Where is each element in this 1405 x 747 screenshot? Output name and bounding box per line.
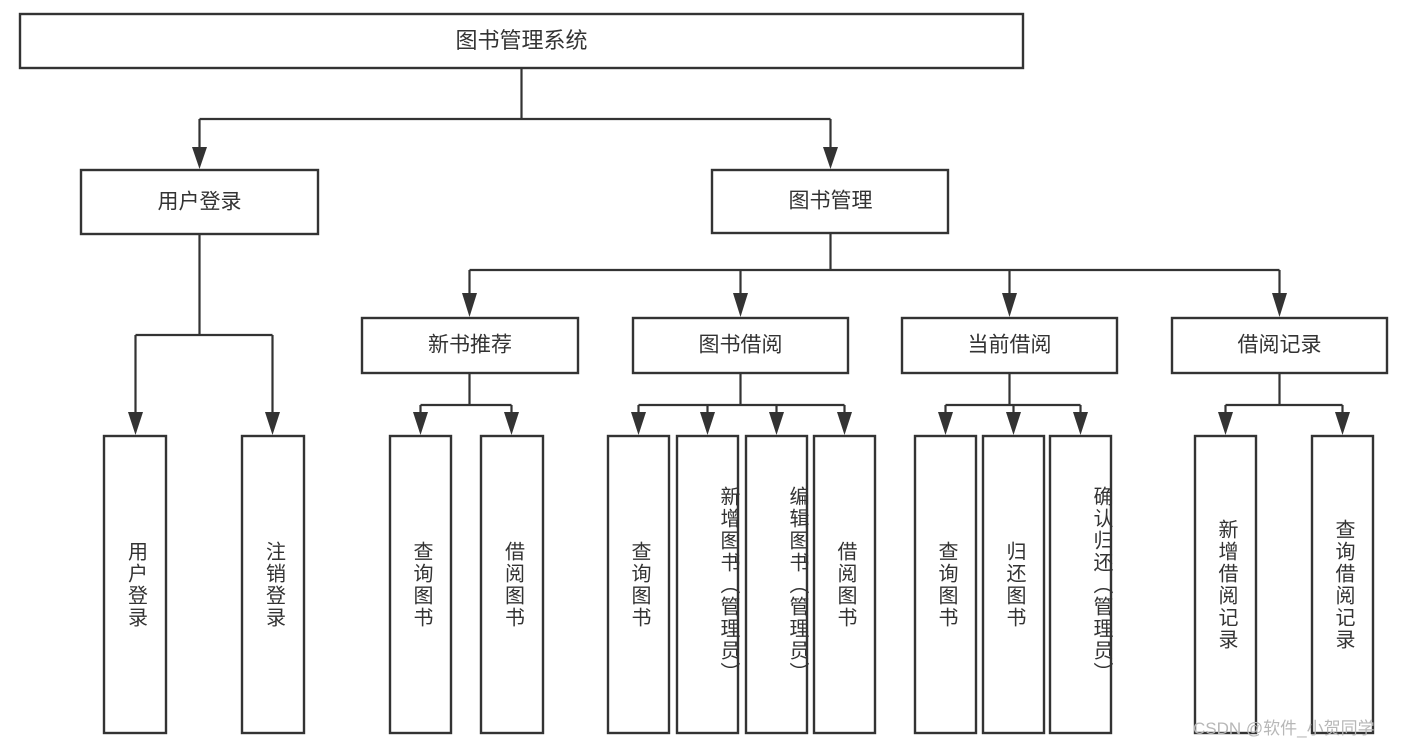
arrow-book-borrow-leaf-1	[631, 412, 646, 435]
arrow-borrow-record-leaf-1	[1218, 412, 1233, 435]
node-box-leaf-return-book[interactable]	[981, 434, 1046, 735]
node-box-leaf-query-book-3[interactable]	[913, 434, 978, 735]
arrow-book-manage-to-new-book	[462, 293, 477, 317]
arrow-book-manage-to-current-borrow	[1002, 293, 1017, 317]
arrow-borrow-record-leaf-2	[1335, 412, 1350, 435]
arrow-book-manage-to-borrow-record	[1272, 293, 1287, 317]
node-box-leaf-borrow-book-2[interactable]	[812, 434, 877, 735]
node-box-leaf-query-book-2[interactable]	[606, 434, 671, 735]
node-box-leaf-query-book-1[interactable]	[388, 434, 453, 735]
arrow-book-borrow-leaf-3	[769, 412, 784, 435]
node-box-borrow-record[interactable]	[1170, 316, 1389, 375]
node-box-title[interactable]	[18, 12, 1025, 70]
arrow-user-login-leaf-2	[265, 412, 280, 435]
node-label-current-borrow: 当前借阅	[968, 334, 1052, 357]
arrow-book-borrow-leaf-2	[700, 412, 715, 435]
node-label-user-login: 用户登录	[158, 191, 242, 214]
node-box-leaf-add-record[interactable]	[1193, 434, 1258, 735]
arrow-root-to-book-manage	[823, 147, 838, 169]
node-box-leaf-confirm-return[interactable]	[1048, 434, 1113, 735]
nodes-group: 图书管理系统 用户登录 图书管理 新书推荐 图书借阅 当前借阅 借阅记录	[18, 12, 1389, 735]
node-box-current-borrow[interactable]	[900, 316, 1119, 375]
node-box-leaf-edit-book[interactable]	[744, 434, 809, 735]
node-label-borrow-record: 借阅记录	[1238, 334, 1322, 357]
node-box-leaf-query-record[interactable]	[1310, 434, 1375, 735]
arrow-book-borrow-leaf-4	[837, 412, 852, 435]
node-label-book-borrow: 图书借阅	[699, 334, 783, 357]
arrow-new-book-leaf-1	[413, 412, 428, 435]
arrow-new-book-leaf-2	[504, 412, 519, 435]
node-label-book-manage: 图书管理	[789, 190, 873, 213]
node-label-new-book-recommend: 新书推荐	[428, 334, 512, 357]
arrow-user-login-leaf-1	[128, 412, 143, 435]
node-box-user-login[interactable]	[79, 168, 320, 236]
csdn-watermark: CSDN @软件_小贺同学	[1193, 719, 1375, 738]
arrow-current-borrow-leaf-3	[1073, 412, 1088, 435]
edges-group	[128, 68, 1350, 435]
arrow-current-borrow-leaf-2	[1006, 412, 1021, 435]
node-box-leaf-logout[interactable]	[240, 434, 306, 735]
node-box-leaf-borrow-book-1[interactable]	[479, 434, 545, 735]
node-box-book-manage[interactable]	[710, 168, 950, 235]
node-box-new-book-recommend[interactable]	[360, 316, 580, 375]
arrow-book-manage-to-book-borrow	[733, 293, 748, 317]
node-label-title: 图书管理系统	[455, 28, 587, 53]
arrow-root-to-user-login	[192, 147, 207, 169]
node-box-leaf-user-login[interactable]	[102, 434, 168, 735]
node-box-book-borrow[interactable]	[631, 316, 850, 375]
node-box-leaf-add-book[interactable]	[675, 434, 740, 735]
arrow-current-borrow-leaf-1	[938, 412, 953, 435]
